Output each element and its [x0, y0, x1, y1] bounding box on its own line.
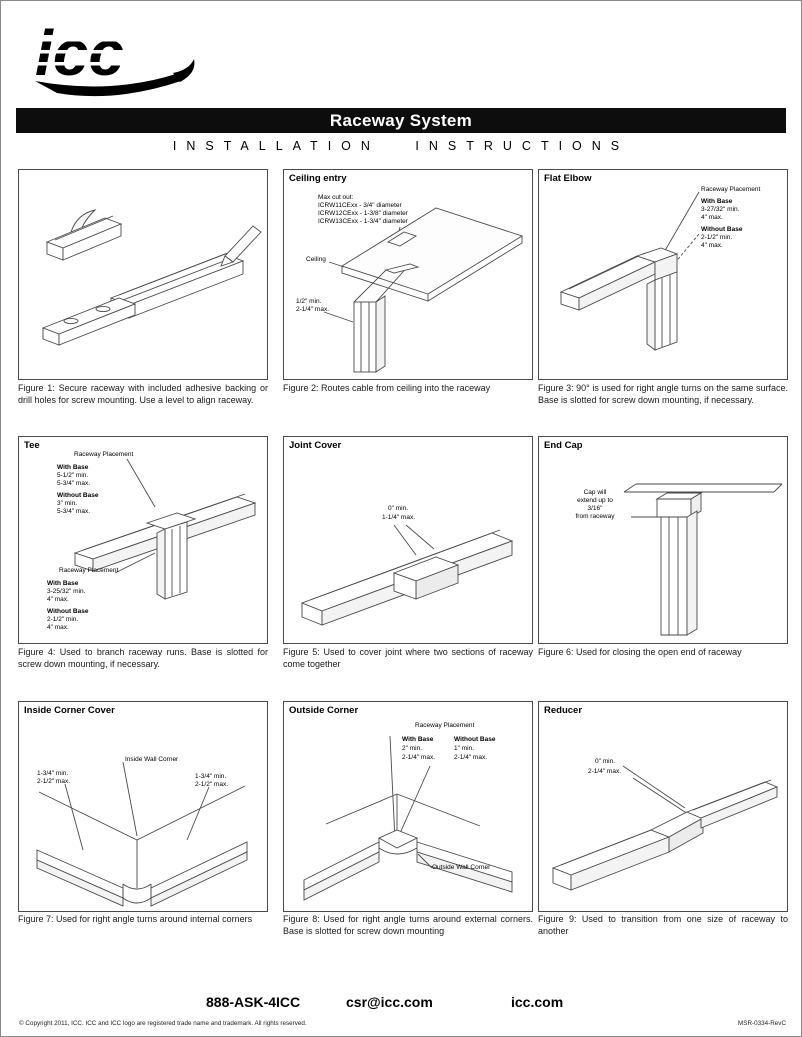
figure-7-caption: Figure 7: Used for right angle turns aro… — [18, 914, 253, 924]
footer-email: csr@icc.com — [346, 994, 433, 1010]
fig6-cap-line2-label: extend up to — [577, 497, 613, 504]
figure-6-title: End Cap — [544, 440, 583, 451]
fig3-without-base-label: Without Base — [701, 226, 743, 233]
figure-6-panel: End Cap Cap will extend up to 3/16" from… — [538, 436, 788, 644]
fig3-with-min-label: 3-27/32" min. — [701, 206, 740, 213]
fig4-top-with-base-label: With Base — [57, 464, 89, 471]
fig3-with-base-label: With Base — [701, 198, 733, 205]
fig8-corner-label: Outside Wall Corner — [432, 864, 491, 871]
fig4-bottom-without-min-label: 2-1/2" min. — [47, 616, 79, 623]
fig4-top-with-min-label: 5-1/2" min. — [57, 472, 89, 479]
fig8-without-max-label: 2-1/4" max. — [454, 754, 488, 761]
fig8-placement-label: Raceway Placement — [415, 722, 475, 729]
page-subtitle: INSTALLATION INSTRUCTIONS — [172, 139, 630, 153]
fig3-placement-label: Raceway Placement — [701, 186, 761, 193]
fig4-placement-bottom-label: Raceway Placement — [59, 567, 119, 574]
fig3-without-max-label: 4" max. — [701, 242, 723, 249]
figure-3-diagram — [559, 191, 700, 351]
fig7-right-min-label: 1-3/4" min. — [195, 773, 227, 780]
fig9-min-label: 0" min. — [595, 758, 616, 765]
fig6-cap-line4-label: from raceway — [575, 513, 615, 520]
fig3-with-max-label: 4" max. — [701, 214, 723, 221]
fig4-bottom-with-base-label: With Base — [47, 580, 79, 587]
figure-9-panel: Reducer 0" min. 2-1/4" max. — [538, 701, 788, 912]
fig8-without-base-label: Without Base — [454, 736, 496, 743]
fig2-ceiling-label: Ceiling — [306, 256, 326, 263]
fig2-size3-label: ICRW13CExx - 1-3/4" diameter — [318, 218, 408, 225]
fig4-bottom-without-max-label: 4" max. — [47, 624, 69, 631]
figure-8-caption: Figure 8: Used for right angle turns aro… — [283, 914, 533, 936]
fig4-bottom-with-min-label: 3-25/32" min. — [47, 588, 86, 595]
logo-swoosh — [35, 73, 181, 97]
figure-7-title: Inside Corner Cover — [24, 705, 115, 716]
footer-copyright: © Copyright 2011, ICC. ICC and ICC logo … — [19, 1020, 307, 1027]
fig4-top-without-base-label: Without Base — [57, 492, 99, 499]
fig2-max-label: 2-1/4" max. — [296, 306, 330, 313]
fig8-with-base-label: With Base — [402, 736, 434, 743]
fig9-max-label: 2-1/4" max. — [588, 768, 622, 775]
figure-2-panel: Ceiling entry Max cut out: ICRW11CExx - … — [283, 169, 533, 380]
figure-8-diagram — [303, 735, 513, 901]
fig8-with-min-label: 2" min. — [402, 745, 423, 752]
figure-2-diagram — [323, 207, 524, 373]
figure-3-panel: Flat Elbow Raceway Placement With Base 3… — [538, 169, 788, 380]
figure-6-caption: Figure 6: Used for closing the open end … — [538, 647, 742, 657]
figure-9-caption: Figure 9: Used to transition from one si… — [538, 914, 788, 936]
figure-9-title: Reducer — [544, 705, 583, 716]
fig8-without-min-label: 1" min. — [454, 745, 475, 752]
figure-1-panel — [18, 169, 268, 380]
fig5-min-label: 0" min. — [388, 505, 409, 512]
footer-website: icc.com — [511, 994, 564, 1010]
figure-1-caption: Figure 1: Secure raceway with included a… — [18, 383, 268, 405]
page-title: Raceway System — [329, 110, 473, 130]
fig2-min-label: 1/2" min. — [296, 298, 322, 305]
fig4-bottom-with-max-label: 4" max. — [47, 596, 69, 603]
figure-3-title: Flat Elbow — [544, 173, 592, 184]
figure-5-diagram — [300, 524, 514, 626]
figure-4-panel: Tee Raceway Placement With Base 5-1/2" m… — [18, 436, 268, 644]
footer-document-number: MSR-0334-RevC — [738, 1020, 786, 1027]
figure-8-panel: Outside Corner Raceway Placement With Ba… — [283, 701, 533, 912]
fig4-placement-top-label: Raceway Placement — [74, 451, 134, 458]
fig4-top-without-max-label: 5-3/4" max. — [57, 508, 91, 515]
fig3-without-min-label: 2-1/2" min. — [701, 234, 733, 241]
figure-2-caption: Figure 2: Routes cable from ceiling into… — [283, 383, 491, 393]
figure-4-title: Tee — [24, 440, 40, 451]
figure-1-diagram — [41, 209, 262, 346]
fig6-cap-line3-label: 3/16" — [587, 505, 603, 512]
fig7-right-max-label: 2-1/2" max. — [195, 781, 229, 788]
fig2-size2-label: ICRW12CExx - 1-3/8" diameter — [318, 210, 408, 217]
fig2-max-cutout-label: Max cut out: — [318, 194, 354, 201]
footer-phone: 888-ASK-4ICC — [206, 994, 301, 1010]
figure-5-panel: Joint Cover 0" min. 1-1/4" max. — [283, 436, 533, 644]
icc-logo: icc — [27, 17, 199, 97]
figure-7-diagram — [36, 761, 248, 907]
fig2-size1-label: ICRW11CExx - 3/4" diameter — [318, 202, 402, 209]
figure-6-diagram — [623, 483, 783, 636]
figure-8-title: Outside Corner — [289, 705, 359, 716]
fig8-with-max-label: 2-1/4" max. — [402, 754, 436, 761]
figure-2-title: Ceiling entry — [289, 173, 347, 184]
figure-5-caption: Figure 5: Used to cover joint where two … — [283, 647, 533, 669]
fig7-corner-label: Inside Wall Corner — [125, 756, 179, 763]
figure-4-diagram — [73, 458, 257, 600]
fig4-top-without-min-label: 3" min. — [57, 500, 78, 507]
fig7-left-min-label: 1-3/4" min. — [37, 770, 69, 777]
figure-7-panel: Inside Corner Cover Inside Wall Corner 1… — [18, 701, 268, 912]
fig5-max-label: 1-1/4" max. — [382, 514, 416, 521]
fig4-top-with-max-label: 5-3/4" max. — [57, 480, 91, 487]
figure-9-diagram — [551, 765, 779, 891]
figure-5-title: Joint Cover — [289, 440, 342, 451]
fig4-bottom-without-base-label: Without Base — [47, 608, 89, 615]
figure-4-caption: Figure 4: Used to branch raceway runs. B… — [18, 647, 268, 669]
figure-3-caption: Figure 3: 90° is used for right angle tu… — [538, 383, 788, 405]
fig6-cap-line1-label: Cap will — [583, 489, 607, 496]
title-banner: Raceway System — [16, 108, 786, 133]
fig7-left-max-label: 2-1/2" max. — [37, 778, 71, 785]
